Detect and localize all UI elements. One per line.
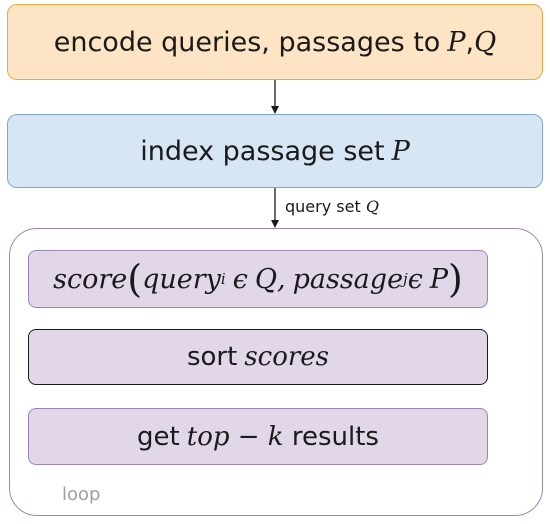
encode-node-text: encode queries, passages to	[53, 26, 441, 58]
sort-node: sort scores	[28, 329, 488, 385]
sort-var-scores: scores	[244, 342, 330, 372]
topk-node: get top − k results	[28, 408, 488, 465]
edge-label-var-q: Q	[365, 197, 379, 216]
score-element-of-1: ϵ	[232, 263, 248, 295]
score-open-paren: (	[127, 257, 143, 301]
encode-var-q: Q	[474, 26, 497, 58]
sort-node-text: sort	[186, 342, 238, 372]
score-passage: passage	[292, 263, 404, 295]
index-node: index passage set P	[7, 114, 543, 188]
topk-node-text: get	[137, 421, 180, 452]
encode-separator: ,	[465, 26, 475, 58]
encode-var-p: P	[447, 26, 466, 58]
index-var-p: P	[391, 135, 410, 167]
score-query-subscript: i	[220, 270, 226, 288]
encode-node: encode queries, passages to P, Q	[7, 4, 543, 80]
score-element-of-2: ϵ	[407, 263, 423, 295]
edge-label-query-set: query set Q	[285, 197, 379, 216]
index-node-text: index passage set	[140, 135, 385, 167]
score-query: query	[142, 263, 221, 295]
edge-label-text: query set	[285, 197, 366, 216]
score-passage-subscript: j	[403, 270, 408, 288]
score-var-p: P	[429, 263, 448, 295]
score-func: score	[53, 263, 128, 295]
topk-node-text-2: results	[283, 421, 379, 452]
score-var-q: Q	[254, 263, 277, 295]
loop-label: loop	[62, 484, 101, 505]
score-close-paren: )	[448, 257, 463, 301]
topk-math: top − k	[186, 421, 284, 452]
score-comma: ,	[277, 263, 286, 295]
